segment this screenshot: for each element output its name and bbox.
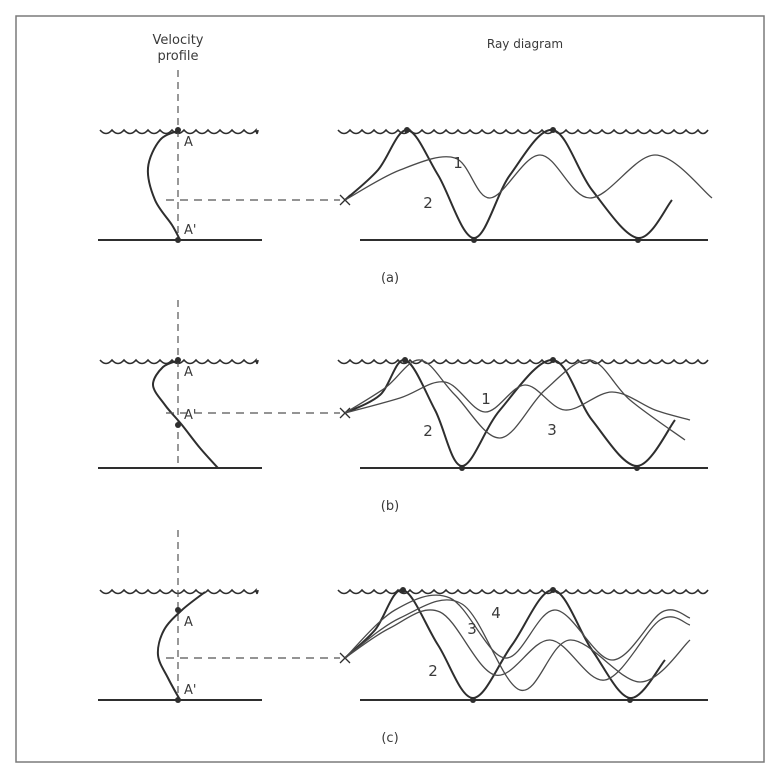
water-surface: [99, 358, 259, 365]
figure-border: [15, 15, 765, 763]
ray-path: [344, 154, 713, 201]
bottom-reflection-dot: [627, 697, 633, 703]
bottom-reflection-dot: [634, 465, 640, 471]
ray-path: [344, 128, 673, 240]
point-a-dot: [175, 607, 181, 613]
ray-path: [344, 609, 691, 681]
ray-path: [344, 381, 691, 421]
point-a-dot: [175, 357, 181, 363]
surface-reflection-dot: [550, 587, 556, 593]
ray-number-label: 1: [481, 390, 491, 408]
ray-number-label: 3: [547, 421, 557, 439]
ray-path: [344, 359, 676, 468]
panel-a: A A' 1 2 (a): [98, 70, 713, 286]
ray-number-label: 1: [453, 154, 463, 172]
velocity-profile-curve: [156, 591, 206, 701]
surface-reflection-dot: [550, 127, 556, 133]
panel-caption: (b): [381, 499, 399, 514]
velocity-profile-curve: [146, 129, 181, 241]
point-a-prime-label: A': [184, 223, 196, 238]
point-a-label: A: [184, 135, 193, 150]
velocity-profile-curve: [152, 359, 219, 469]
ray-number-label: 2: [428, 662, 438, 680]
bottom-reflection-dot: [470, 697, 476, 703]
surface-reflection-dot: [404, 127, 410, 133]
point-a-dot: [175, 127, 181, 133]
bottom-reflection-dot: [635, 237, 641, 243]
surface-reflection-dot: [402, 357, 408, 363]
point-a-label: A: [184, 365, 193, 380]
water-surface: [99, 128, 259, 135]
velocity-profile-heading-line1: Velocity: [153, 33, 204, 48]
velocity-profile-heading-line2: profile: [157, 49, 198, 64]
ray-water-surface: [337, 128, 709, 135]
ray-path: [344, 594, 691, 661]
ray-path: [344, 599, 691, 691]
ray-diagram-heading: Ray diagram: [487, 37, 563, 51]
ray-number-label: 2: [423, 194, 433, 212]
point-a-prime-dot: [175, 422, 181, 428]
panel-b: A A' 1 2 3 (b): [98, 300, 709, 514]
panel-caption: (c): [381, 731, 398, 746]
ray-water-surface: [337, 358, 709, 365]
surface-reflection-dot: [400, 587, 406, 593]
point-a-prime-label: A': [184, 683, 196, 698]
point-a-prime-dot: [175, 697, 181, 703]
panel-caption: (a): [381, 271, 399, 286]
surface-reflection-dot: [550, 357, 556, 363]
bottom-reflection-dot: [459, 465, 465, 471]
ray-path: [344, 359, 686, 441]
water-surface: [99, 588, 259, 595]
ray-path: [344, 588, 666, 700]
ray-number-label: 3: [467, 620, 477, 638]
panel-c: A A' 34 2 (c): [98, 530, 709, 746]
ray-water-surface: [337, 588, 709, 595]
point-a-label: A: [184, 615, 193, 630]
ray-number-label: 4: [491, 604, 501, 622]
bottom-reflection-dot: [471, 237, 477, 243]
point-a-prime-dot: [175, 237, 181, 243]
ray-number-label: 2: [423, 422, 433, 440]
point-a-prime-label: A': [184, 408, 196, 423]
